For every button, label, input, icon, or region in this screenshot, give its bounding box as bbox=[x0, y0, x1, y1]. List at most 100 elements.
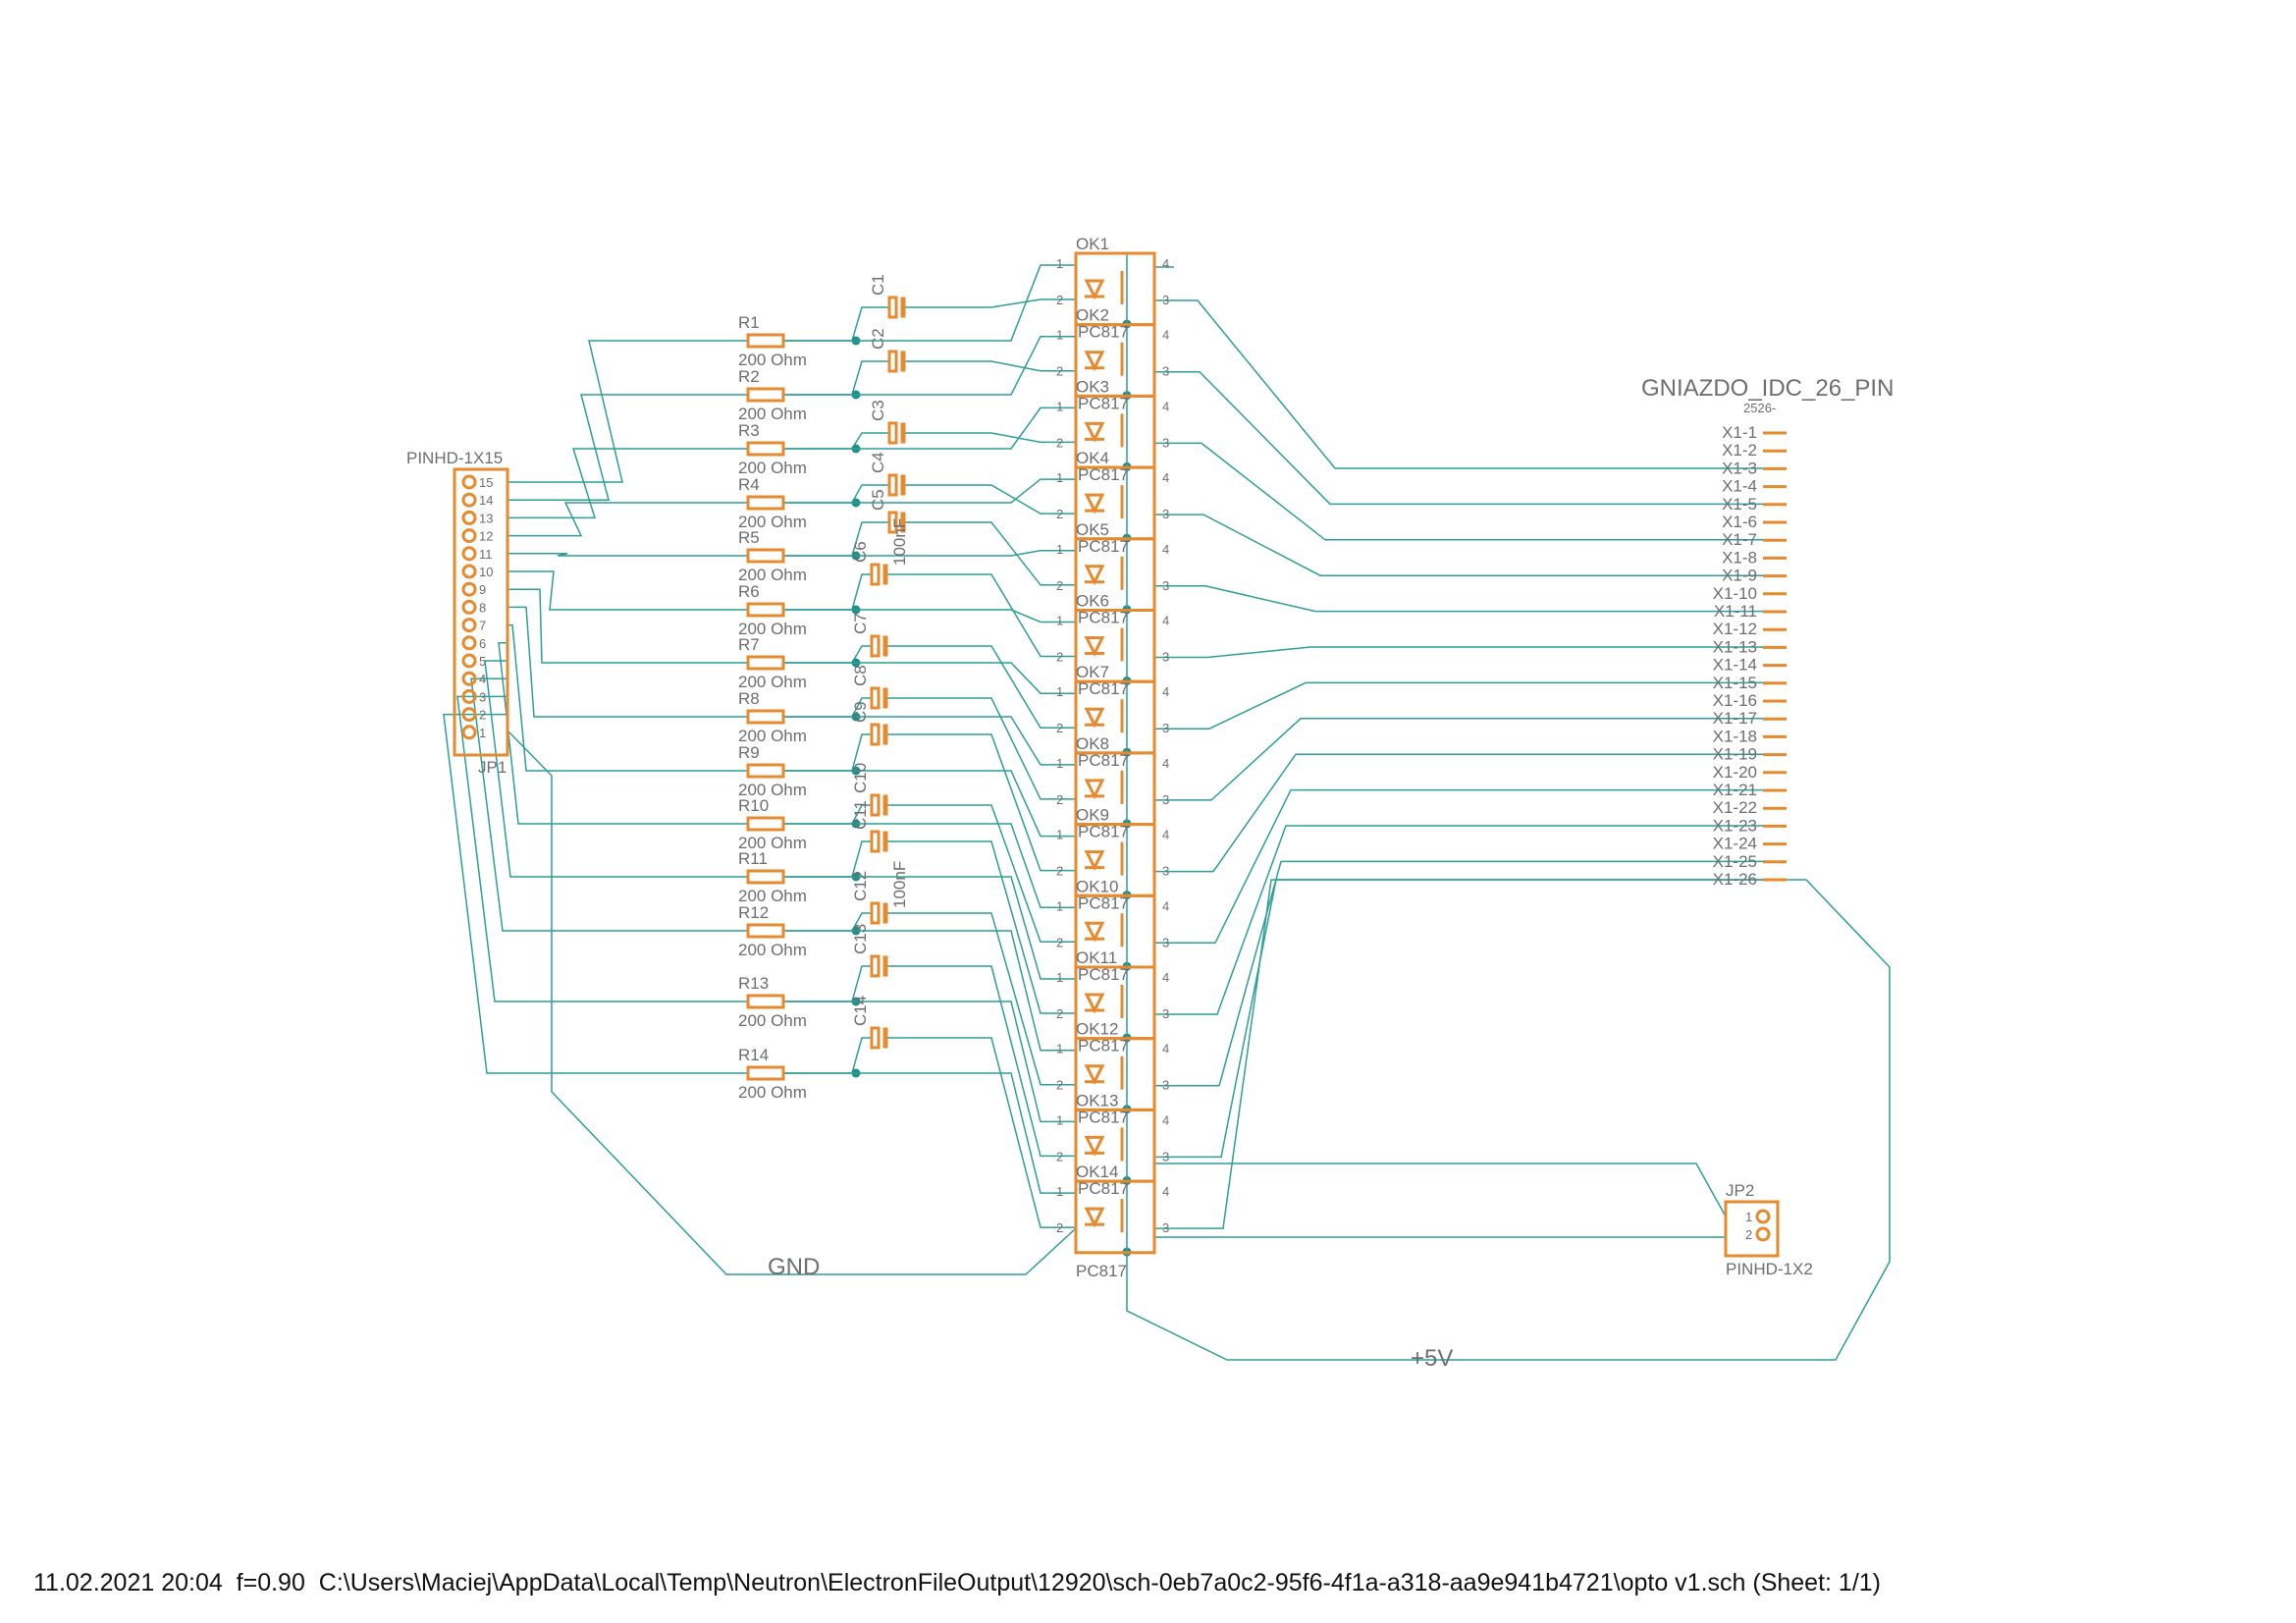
resistor-R9-name: R9 bbox=[738, 743, 760, 762]
wire-ok9-to-idc bbox=[1154, 753, 1763, 873]
jp1-pin-12 bbox=[461, 528, 477, 544]
idc-pin-8-label: X1-8 bbox=[1722, 548, 1757, 567]
optocoupler-OK4-led-symbol bbox=[1084, 493, 1105, 514]
resistor-R4-value: 200 Ohm bbox=[738, 513, 807, 531]
idc-pin-24-label: X1-24 bbox=[1713, 835, 1757, 853]
optocoupler-OK6-pin3: 3 bbox=[1162, 650, 1169, 665]
resistor-R2-name: R2 bbox=[738, 367, 760, 386]
jp1-pin-label-7: 7 bbox=[479, 619, 486, 633]
jp1-pin-9 bbox=[461, 581, 477, 597]
optocoupler-OK9-led-symbol bbox=[1084, 850, 1105, 871]
optocoupler-OK10-pin2: 2 bbox=[1056, 935, 1063, 949]
capacitor-C12-value: 100nF bbox=[890, 861, 909, 908]
resistor-R3-name: R3 bbox=[738, 421, 760, 440]
optocoupler-OK13-pin4: 4 bbox=[1162, 1112, 1169, 1127]
resistor-R5-value: 200 Ohm bbox=[738, 566, 807, 584]
idc-pin-12-label: X1-12 bbox=[1713, 620, 1757, 638]
wire-ok10-to-idc bbox=[1154, 788, 1763, 945]
jp1-pin-label-5: 5 bbox=[479, 654, 486, 669]
resistor-R4-body bbox=[746, 495, 785, 511]
resistor-R8-value: 200 Ohm bbox=[738, 727, 807, 745]
optocoupler-OK9-pin3: 3 bbox=[1162, 864, 1169, 879]
idc-pin-20-label: X1-20 bbox=[1713, 763, 1757, 782]
capacitor-C6-plate-a bbox=[870, 563, 881, 586]
resistor-R5-name: R5 bbox=[738, 528, 760, 547]
optocoupler-OK11-led-symbol bbox=[1084, 993, 1105, 1014]
jp1-pin-label-8: 8 bbox=[479, 600, 486, 615]
resistor-R14-name: R14 bbox=[738, 1046, 769, 1064]
wire-capacitor-to-ok12 bbox=[887, 912, 1076, 1086]
idc-pin-11-label: X1-11 bbox=[1714, 602, 1757, 621]
jp1-pin-label-14: 14 bbox=[479, 493, 493, 508]
optocoupler-OK14-pin1: 1 bbox=[1056, 1184, 1063, 1199]
resistor-R8-name: R8 bbox=[738, 689, 760, 708]
capacitor-C4-plate-a bbox=[887, 473, 898, 497]
wire-capacitor-to-ok13 bbox=[887, 965, 1076, 1158]
idc-title: GNIAZDO_IDC_26_PIN bbox=[1641, 375, 1894, 402]
jp1-pin-label-15: 15 bbox=[479, 475, 493, 490]
resistor-R14-body bbox=[746, 1065, 785, 1081]
resistor-R7-name: R7 bbox=[738, 635, 760, 654]
optocoupler-OK3-name: OK3 bbox=[1076, 377, 1109, 396]
wire-ok13-to-jp2 bbox=[1154, 1163, 1727, 1217]
optocoupler-OK7-name: OK7 bbox=[1076, 663, 1109, 681]
jp1-pin-11 bbox=[461, 546, 477, 562]
wire-jp1-to-resistor-4 bbox=[507, 502, 748, 537]
wire-ok7-to-idc bbox=[1154, 681, 1763, 730]
optocoupler-OK3-led-symbol bbox=[1084, 421, 1105, 443]
optocoupler-OK11-name: OK11 bbox=[1076, 948, 1117, 967]
jp1-pin-15 bbox=[461, 474, 477, 490]
idc-pin-16-label: X1-16 bbox=[1713, 691, 1757, 710]
resistor-R1-name: R1 bbox=[738, 313, 760, 332]
jp2-value: PINHD-1X2 bbox=[1726, 1260, 1813, 1278]
jp1-pin-3 bbox=[461, 688, 477, 704]
jp2-pin-label-1: 1 bbox=[1745, 1210, 1752, 1224]
optocoupler-OK11-pin2: 2 bbox=[1056, 1006, 1063, 1021]
wire-ok1-to-idc bbox=[1154, 299, 1763, 469]
optocoupler-OK12-led-symbol bbox=[1084, 1064, 1105, 1086]
optocoupler-OK8-led-symbol bbox=[1084, 779, 1105, 800]
jp1-pin-8 bbox=[461, 599, 477, 615]
idc-pin-19-label: X1-19 bbox=[1713, 745, 1757, 764]
resistor-R5-body bbox=[746, 548, 785, 564]
resistor-R3-value: 200 Ohm bbox=[738, 459, 807, 477]
jp2-name: JP2 bbox=[1726, 1181, 1754, 1200]
wire-capacitor-to-ok7 bbox=[887, 645, 1076, 729]
optocoupler-OK8-pin1: 1 bbox=[1056, 756, 1063, 771]
jp1-pin-label-9: 9 bbox=[479, 582, 486, 597]
wire-capacitor-to-ok6 bbox=[887, 573, 1076, 658]
optocoupler-OK1-pin1: 1 bbox=[1056, 256, 1063, 271]
wire-resistor-to-capacitor-3 bbox=[783, 432, 889, 450]
capacitor-C11-plate-b bbox=[882, 831, 888, 852]
resistor-R14-value: 200 Ohm bbox=[738, 1083, 807, 1102]
optocoupler-OK13-pin1: 1 bbox=[1056, 1112, 1063, 1127]
optocoupler-OK9-name: OK9 bbox=[1076, 806, 1109, 825]
wire-jp1-to-resistor-6 bbox=[507, 570, 748, 611]
wire-jp1-to-resistor-9 bbox=[507, 623, 748, 772]
capacitor-C5-name: C5 bbox=[869, 489, 887, 511]
optocoupler-OK4-pin4: 4 bbox=[1162, 470, 1169, 485]
optocoupler-OK6-value: PC817 bbox=[1078, 609, 1129, 627]
capacitor-C14-plate-b bbox=[882, 1027, 888, 1049]
capacitor-C7-plate-b bbox=[882, 635, 888, 657]
optocoupler-OK8-pin2: 2 bbox=[1056, 792, 1063, 807]
jp1-pin-14 bbox=[461, 492, 477, 508]
jp1-name: JP1 bbox=[478, 758, 507, 777]
resistor-R13-body bbox=[746, 994, 785, 1009]
idc-pin-7-label: X1-7 bbox=[1722, 530, 1757, 549]
capacitor-C11-plate-a bbox=[870, 830, 881, 853]
capacitor-C5-plate-a bbox=[887, 511, 898, 534]
jp1-pin-4 bbox=[461, 671, 477, 686]
capacitor-C6-name: C6 bbox=[851, 541, 870, 563]
idc-pin-5-label: X1-5 bbox=[1722, 495, 1757, 514]
idc-pin-14-label: X1-14 bbox=[1713, 656, 1757, 675]
wire-capacitor-to-ok2 bbox=[905, 360, 1076, 372]
capacitor-C2-plate-a bbox=[887, 350, 898, 373]
optocoupler-OK4-pin3: 3 bbox=[1162, 507, 1169, 521]
capacitor-C5-value: 100nF bbox=[890, 518, 909, 566]
idc-pin-9-label: X1-9 bbox=[1722, 567, 1757, 585]
idc-pin-3-label: X1-3 bbox=[1722, 459, 1757, 477]
capacitor-C8-plate-a bbox=[870, 686, 881, 710]
optocoupler-OK13-led-symbol bbox=[1084, 1135, 1105, 1157]
wire-jp1-to-resistor-7 bbox=[507, 588, 748, 664]
